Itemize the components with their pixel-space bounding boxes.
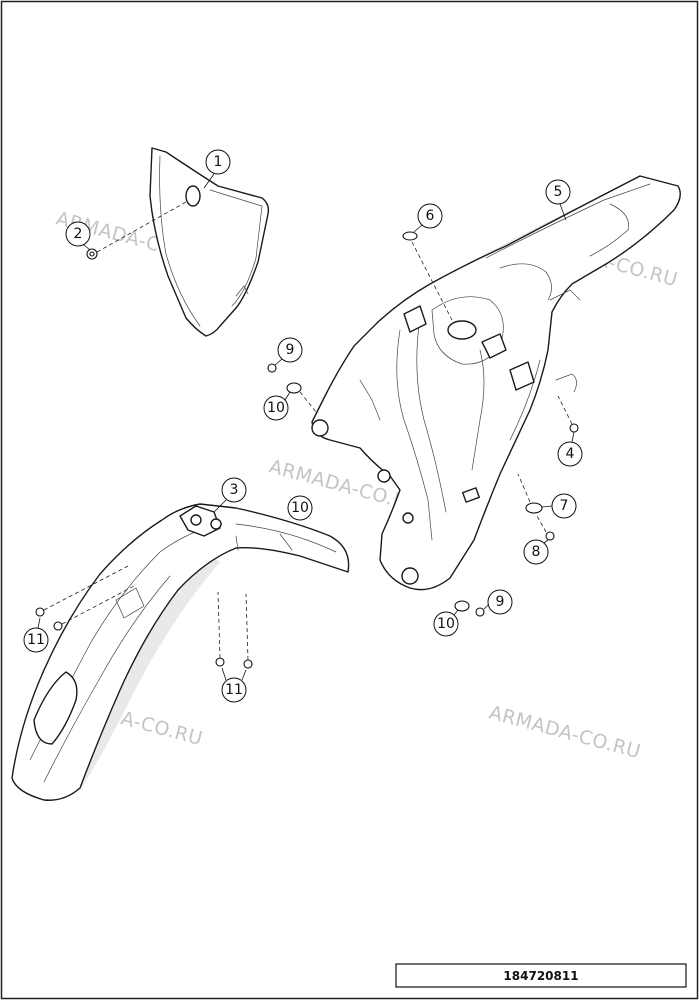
callout-10-upper: 10: [263, 391, 291, 421]
washer-10-upper: [286, 382, 317, 413]
grommet-6: [402, 231, 453, 321]
svg-text:3: 3: [230, 482, 239, 498]
svg-text:6: 6: [426, 208, 435, 224]
washer-10-lower: [454, 600, 470, 612]
screw-9-upper: [267, 363, 277, 373]
screw-4: [557, 395, 579, 433]
svg-text:9: 9: [496, 594, 505, 610]
svg-text:10: 10: [437, 616, 455, 632]
watermarks: ARMADA-CO.RU ARMADA-CO.RU ARMADA-CO.RU A…: [49, 208, 680, 764]
grommet-7: [517, 473, 543, 514]
svg-text:11: 11: [27, 632, 45, 648]
screw-11-bottom: [215, 591, 253, 669]
number-plate: [149, 147, 270, 337]
svg-text:8: 8: [532, 544, 541, 560]
svg-text:5: 5: [554, 184, 563, 200]
svg-text:10: 10: [267, 400, 285, 416]
callout-9-upper: 9: [274, 337, 303, 366]
callout-6: 6: [413, 203, 443, 233]
screw-11-left: [35, 565, 135, 631]
callout-11-bottom: 11: [221, 667, 247, 703]
callout-11-left: 11: [23, 617, 49, 653]
watermark: ARMADA-CO.RU: [487, 702, 643, 764]
callout-5: 5: [545, 179, 571, 221]
screw-9-lower: [475, 607, 485, 617]
callout-7: 7: [541, 493, 577, 519]
screw-8: [535, 513, 555, 541]
svg-text:7: 7: [560, 498, 569, 514]
rear-fender: [311, 175, 681, 591]
drawing-code-box: 184720811: [395, 963, 687, 988]
svg-text:2: 2: [74, 226, 83, 242]
drawing-code: 184720811: [503, 969, 578, 983]
callout-9-lower: 9: [483, 589, 513, 615]
svg-text:4: 4: [566, 446, 575, 462]
callout-1: 1: [203, 149, 231, 189]
callout-8: 8: [523, 539, 549, 565]
svg-text:10: 10: [291, 500, 309, 516]
callout-3: 3: [213, 477, 247, 513]
callout-10-lower: 10: [433, 609, 459, 637]
svg-text:9: 9: [286, 342, 295, 358]
svg-text:11: 11: [225, 682, 243, 698]
callout-10-middle: 10: [287, 495, 313, 521]
svg-text:1: 1: [214, 154, 223, 170]
callout-4: 4: [557, 431, 583, 467]
front-fender: [11, 503, 350, 801]
callout-2: 2: [65, 221, 91, 251]
screw-2: [86, 201, 187, 260]
